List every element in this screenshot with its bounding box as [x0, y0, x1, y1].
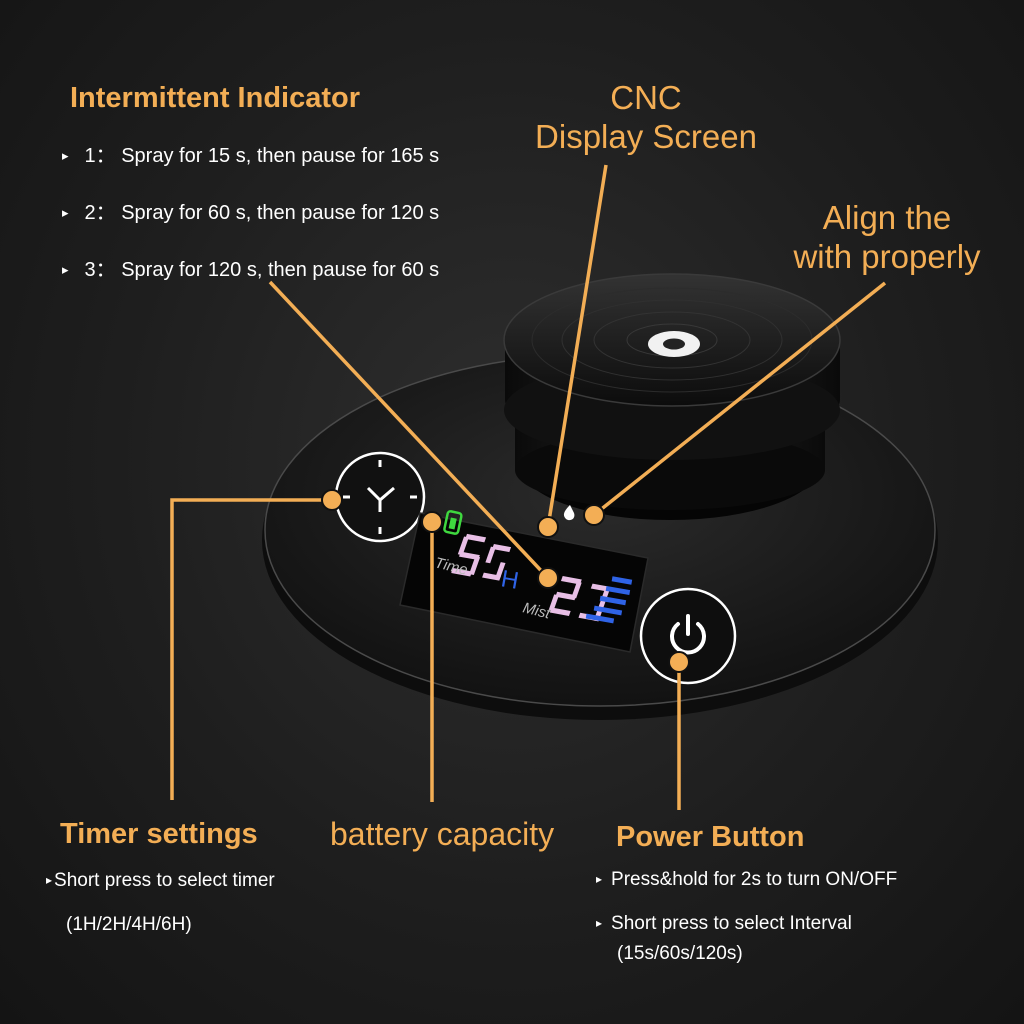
- cnc-display-screen: Time H Mist: [399, 510, 649, 653]
- time-digits: [451, 533, 512, 581]
- timer-button[interactable]: [334, 451, 426, 543]
- cnc-label-line2: Display Screen: [535, 118, 757, 155]
- power-icon: [670, 614, 706, 655]
- play-triangle-icon: ▸: [62, 205, 69, 220]
- display-mist-label: Mist: [521, 599, 553, 622]
- water-drop-icon: [563, 505, 575, 521]
- cnc-label-line1: CNC: [610, 79, 682, 116]
- power-button[interactable]: [639, 587, 737, 685]
- power-item-2-line2: (15s/60s/120s): [617, 943, 743, 964]
- intermittent-title: Intermittent Indicator: [70, 82, 361, 114]
- timer-title: Timer settings: [60, 818, 258, 850]
- battery-title: battery capacity: [330, 816, 555, 852]
- display-hour-unit: H: [499, 565, 521, 595]
- power-title: Power Button: [616, 821, 805, 853]
- intermittent-item-text: 1： Spray for 15 s, then pause for 165 s: [84, 145, 440, 167]
- play-triangle-icon: ▸: [596, 916, 603, 930]
- align-label-line1: Align the: [822, 199, 952, 236]
- callout-dots: [321, 489, 690, 673]
- timer-desc-line1: ▸Short press to select timer: [46, 870, 275, 891]
- intermittent-item-3: ▸ 3： Spray for 120 s, then pause for 60 s: [62, 253, 439, 282]
- timer-desc-line2: (1H/2H/4H/6H): [66, 914, 192, 935]
- intermittent-item-2: ▸ 2： Spray for 60 s, then pause for 120 s: [62, 196, 439, 225]
- play-triangle-icon: ▸: [46, 873, 53, 887]
- play-triangle-icon: ▸: [596, 872, 603, 886]
- intermittent-item-1: ▸ 1： Spray for 15 s, then pause for 165 s: [62, 139, 439, 168]
- intermittent-item-text: 3： Spray for 120 s, then pause for 60 s: [84, 259, 440, 281]
- power-item-2: ▸Short press to select Interval: [596, 913, 852, 934]
- play-triangle-icon: ▸: [62, 148, 69, 163]
- clock-icon: [343, 460, 417, 534]
- mist-level-bars: [585, 576, 633, 624]
- power-item-1: ▸Press&hold for 2s to turn ON/OFF: [596, 869, 898, 890]
- align-label: Align the with properly: [780, 198, 994, 276]
- align-label-line2: with properly: [793, 238, 981, 275]
- intermittent-item-text: 2： Spray for 60 s, then pause for 120 s: [84, 202, 440, 224]
- cnc-label: CNC Display Screen: [526, 78, 766, 156]
- callout-lines: [170, 164, 887, 810]
- battery-icon: [443, 510, 463, 535]
- play-triangle-icon: ▸: [62, 262, 69, 277]
